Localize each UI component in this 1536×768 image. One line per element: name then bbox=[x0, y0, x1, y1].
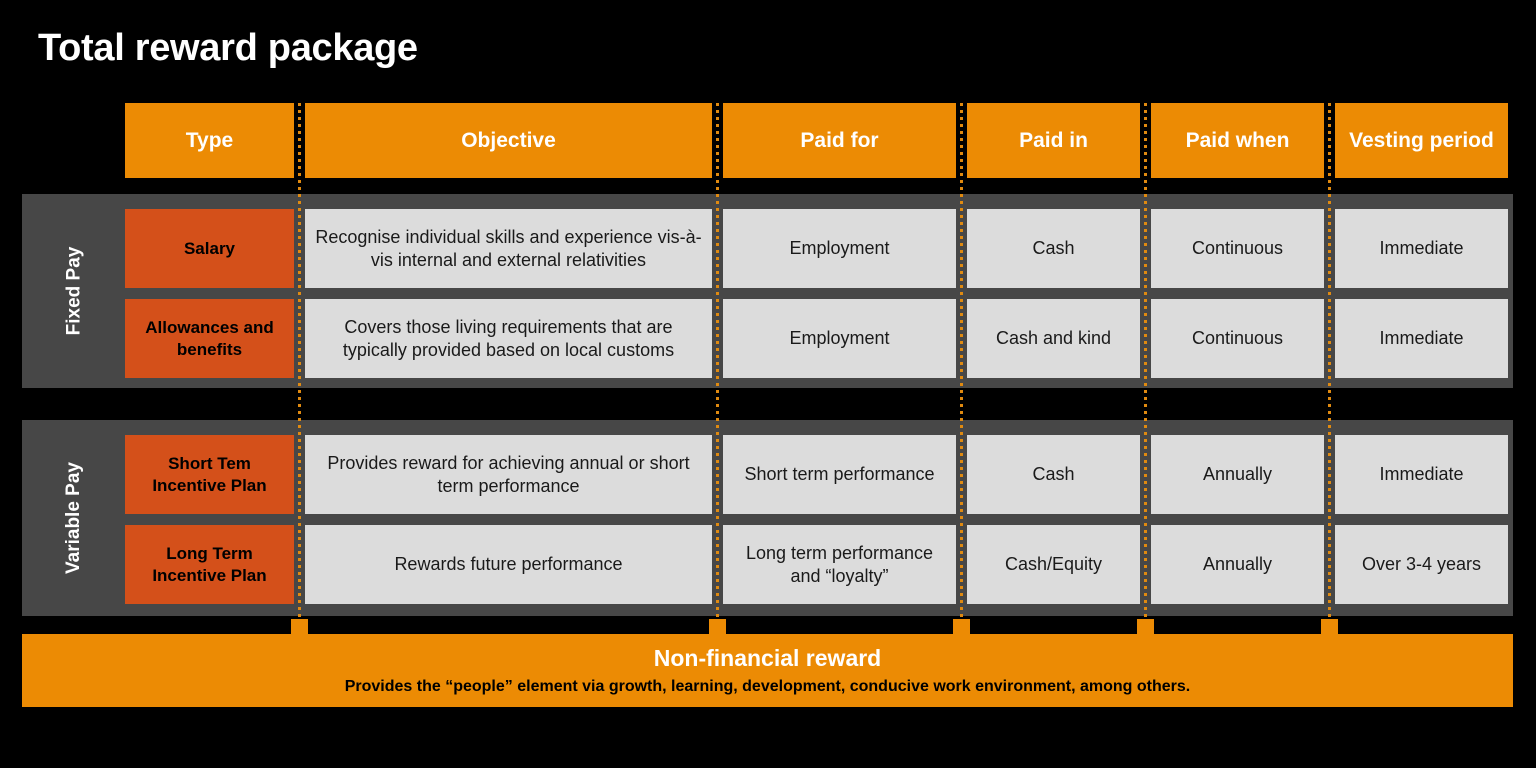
cell-variable-row1-vesting: Immediate bbox=[1335, 435, 1508, 514]
dotted-connector-1 bbox=[298, 103, 301, 635]
cell-fixed-row1-objective: Recognise individual skills and experien… bbox=[305, 209, 712, 288]
dotted-connector-4 bbox=[1144, 103, 1147, 635]
cell-fixed-row2-paid_when: Continuous bbox=[1151, 299, 1324, 378]
column-header-vesting: Vesting period bbox=[1335, 103, 1508, 178]
banner-title: Non-financial reward bbox=[653, 645, 882, 671]
section-label-variable: Variable Pay bbox=[22, 420, 126, 616]
cell-fixed-row2-paid_in: Cash and kind bbox=[967, 299, 1140, 378]
cell-fixed-row2-paid_for: Employment bbox=[723, 299, 956, 378]
cell-variable-row1-type: Short Tem Incentive Plan bbox=[125, 435, 294, 514]
column-header-paid_in: Paid in bbox=[967, 103, 1140, 178]
column-header-objective: Objective bbox=[305, 103, 712, 178]
cell-variable-row2-vesting: Over 3-4 years bbox=[1335, 525, 1508, 604]
cell-variable-row2-paid_in: Cash/Equity bbox=[967, 525, 1140, 604]
section-label-fixed: Fixed Pay bbox=[22, 194, 126, 388]
cell-variable-row2-paid_for: Long term performance and “loyalty” bbox=[723, 525, 956, 604]
cell-fixed-row2-type: Allowances and benefits bbox=[125, 299, 294, 378]
cell-fixed-row1-paid_for: Employment bbox=[723, 209, 956, 288]
cell-variable-row1-objective: Provides reward for achieving annual or … bbox=[305, 435, 712, 514]
cell-fixed-row1-vesting: Immediate bbox=[1335, 209, 1508, 288]
cell-variable-row1-paid_for: Short term performance bbox=[723, 435, 956, 514]
cell-variable-row2-paid_when: Annually bbox=[1151, 525, 1324, 604]
cell-fixed-row1-type: Salary bbox=[125, 209, 294, 288]
column-header-type: Type bbox=[125, 103, 294, 178]
dotted-connector-3 bbox=[960, 103, 963, 635]
section-label-fixed-text: Fixed Pay bbox=[63, 246, 84, 336]
column-header-paid_when: Paid when bbox=[1151, 103, 1324, 178]
cell-variable-row1-paid_in: Cash bbox=[967, 435, 1140, 514]
cell-fixed-row1-paid_in: Cash bbox=[967, 209, 1140, 288]
cell-variable-row2-objective: Rewards future performance bbox=[305, 525, 712, 604]
cell-fixed-row2-objective: Covers those living requirements that ar… bbox=[305, 299, 712, 378]
section-label-variable-text: Variable Pay bbox=[63, 462, 84, 574]
cell-fixed-row2-vesting: Immediate bbox=[1335, 299, 1508, 378]
banner-subtitle: Provides the “people” element via growth… bbox=[344, 678, 1191, 695]
non-financial-reward-banner: Non-financial reward Provides the “peopl… bbox=[22, 634, 1513, 707]
page-title: Total reward package bbox=[38, 27, 418, 69]
dotted-connector-2 bbox=[716, 103, 719, 635]
cell-fixed-row1-paid_when: Continuous bbox=[1151, 209, 1324, 288]
dotted-connector-5 bbox=[1328, 103, 1331, 635]
cell-variable-row2-type: Long Term Incentive Plan bbox=[125, 525, 294, 604]
cell-variable-row1-paid_when: Annually bbox=[1151, 435, 1324, 514]
column-header-paid_for: Paid for bbox=[723, 103, 956, 178]
